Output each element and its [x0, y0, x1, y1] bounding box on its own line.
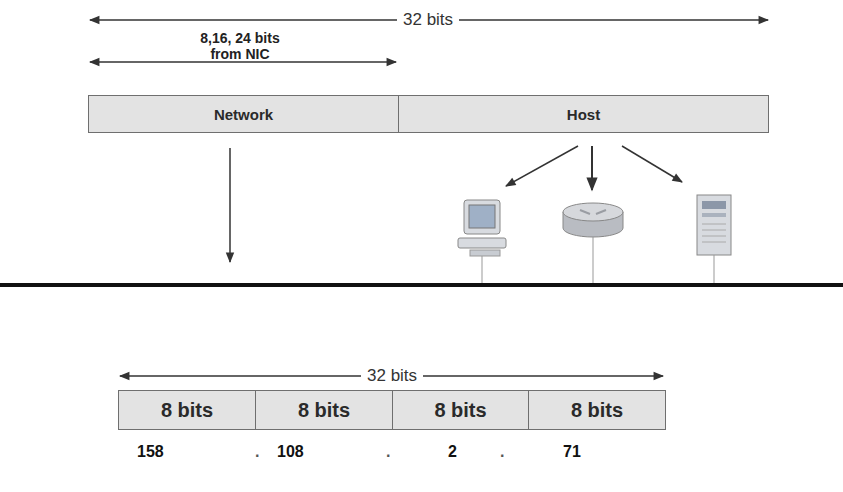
octet-value: 71	[563, 443, 581, 461]
router-icon	[563, 203, 623, 284]
octet-box: 8 bits	[392, 390, 529, 430]
dot-separator: .	[500, 443, 504, 461]
field-label: 8 bits	[298, 399, 350, 422]
octet-value: 2	[448, 443, 457, 461]
host-field: Host	[398, 95, 769, 133]
octet-value: 158	[137, 443, 164, 461]
dimension-label: 32 bits	[361, 366, 423, 386]
octet-box: 8 bits	[255, 390, 393, 430]
pointer-arrow	[229, 148, 231, 262]
dot-separator: .	[386, 443, 390, 461]
field-label: 8 bits	[571, 399, 623, 422]
field-label: Network	[214, 106, 273, 123]
field-label: Host	[567, 106, 600, 123]
network-wire	[0, 283, 843, 287]
octet-box: 8 bits	[528, 390, 666, 430]
field-label: 8 bits	[434, 399, 486, 422]
dot-separator: .	[255, 443, 259, 461]
dimension-label: 32 bits	[397, 10, 459, 30]
octet-box: 8 bits	[118, 390, 256, 430]
pointer-arrow	[591, 146, 593, 190]
pointer-arrow	[622, 146, 682, 182]
pointer-arrow	[506, 146, 578, 186]
network-field: Network	[88, 95, 399, 133]
computer-icon	[458, 200, 506, 284]
server-icon	[697, 195, 731, 284]
field-label: 8 bits	[161, 399, 213, 422]
dimension-label: 8,16, 24 bits from NIC	[184, 30, 296, 62]
octet-value: 108	[277, 443, 304, 461]
